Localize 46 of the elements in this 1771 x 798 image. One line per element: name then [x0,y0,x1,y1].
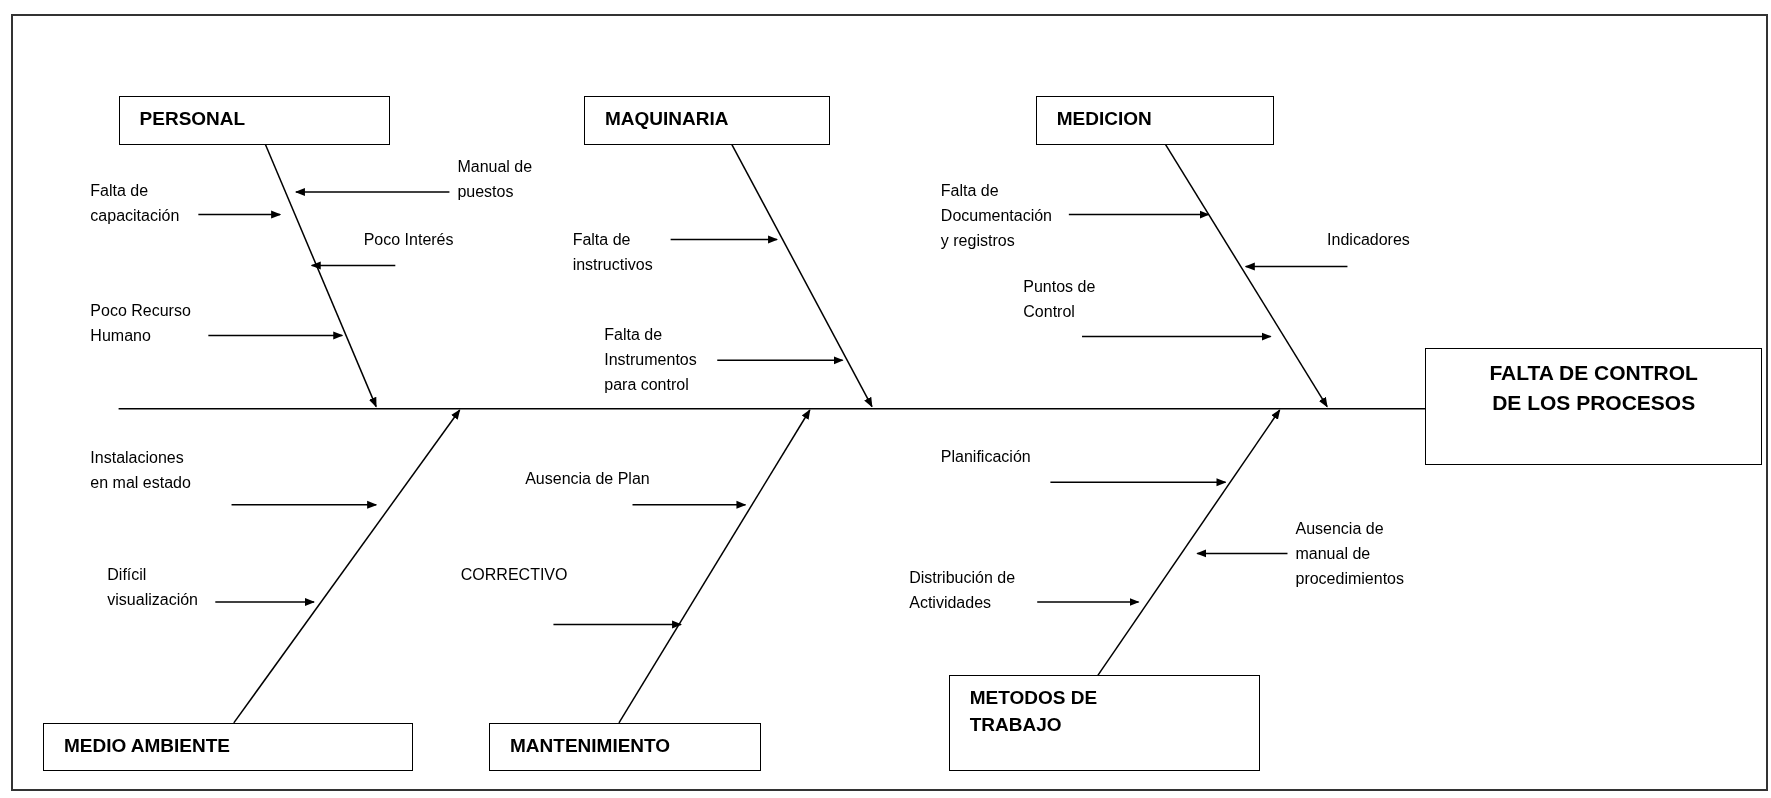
cause-label: Falta de Documentación y registros [940,178,1061,254]
bone-arrow [1164,143,1328,408]
cause-arrow [1036,598,1140,606]
category-box: MEDIO AMBIENTE [42,722,414,772]
cause-label: Falta de instructivos [572,227,663,277]
cause-label: Poco Interés [363,227,454,252]
category-box: PERSONAL [118,96,390,145]
cause-arrow [310,261,397,270]
effect-box: FALTA DE CONTROL DE LOS PROCESOS [1425,347,1762,466]
category-box: MEDICION [1035,96,1275,145]
spine-line [117,408,1427,410]
cause-label: Puntos de Control [1023,274,1109,325]
cause-arrow [631,500,747,509]
cause-arrow [716,356,844,365]
cause-label: Falta de Instrumentos para control [604,321,710,397]
cause-arrow [1068,210,1210,219]
cause-arrow [197,210,282,219]
category-box: MAQUINARIA [583,96,831,145]
cause-label: Indicadores [1327,227,1410,252]
cause-label: Planificación [940,443,1031,469]
cause-arrow [294,188,451,196]
cause-arrow [214,598,315,606]
cause-label: Difícil visualización [107,562,208,613]
cause-label: CORRECTIVO [460,562,568,588]
bone-arrow [618,409,811,724]
bone-arrow [233,409,461,724]
bone-arrow [731,143,873,408]
cause-label: Poco Recurso Humano [90,298,201,349]
cause-label: Manual de puestos [457,153,543,204]
cause-arrow [669,235,779,244]
cause-arrow [1081,332,1272,341]
bone-arrow [1097,409,1281,677]
cause-arrow [1244,262,1349,271]
cause-arrow [552,620,683,629]
cause-arrow [1049,478,1227,487]
bone-arrow [264,143,377,408]
cause-arrow [1196,549,1289,558]
category-box: METODOS DE TRABAJO [948,675,1261,772]
cause-label: Instalaciones en mal estado [90,445,201,495]
category-box: MANTENIMIENTO [489,722,762,772]
cause-label: Ausencia de Plan [525,466,650,492]
cause-label: Distribución de Actividades [909,564,1030,615]
cause-label: Falta de capacitación [90,178,191,229]
cause-arrow [207,331,344,340]
cause-arrow [230,500,378,509]
cause-label: Ausencia de manual de procedimientos [1295,516,1416,592]
